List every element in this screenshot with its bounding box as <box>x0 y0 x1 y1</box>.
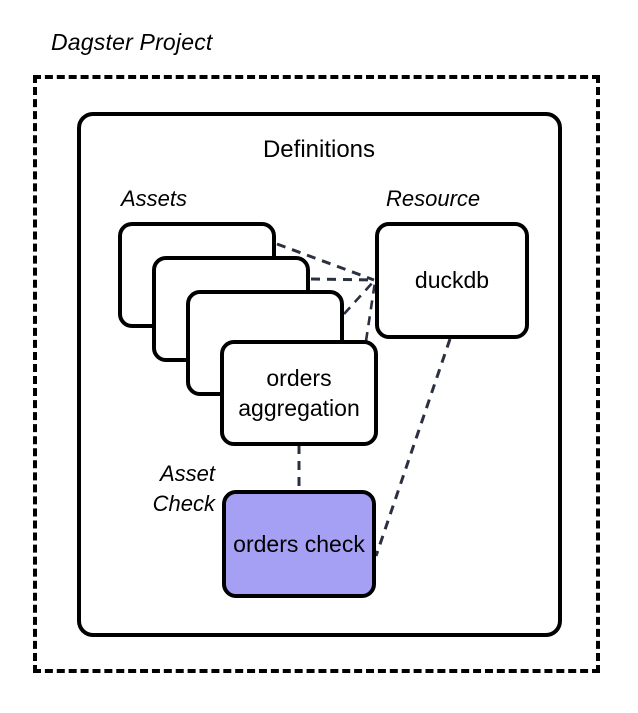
resource-node-duckdb[interactable]: duckdb <box>375 222 529 339</box>
asset-check-node-orders-check[interactable]: orders check <box>222 490 376 598</box>
project-title: Dagster Project <box>51 29 213 55</box>
resource-group-label: Resource <box>386 186 481 211</box>
asset-check-label-line1: Asset <box>159 461 215 486</box>
asset-check-label-line2: Check <box>152 490 215 516</box>
definitions-title: Definitions <box>262 136 376 163</box>
assets-group-label: Assets <box>121 186 188 211</box>
project-boundary <box>33 75 600 673</box>
asset-node-orders-aggregation[interactable]: orders aggregation <box>220 340 378 446</box>
